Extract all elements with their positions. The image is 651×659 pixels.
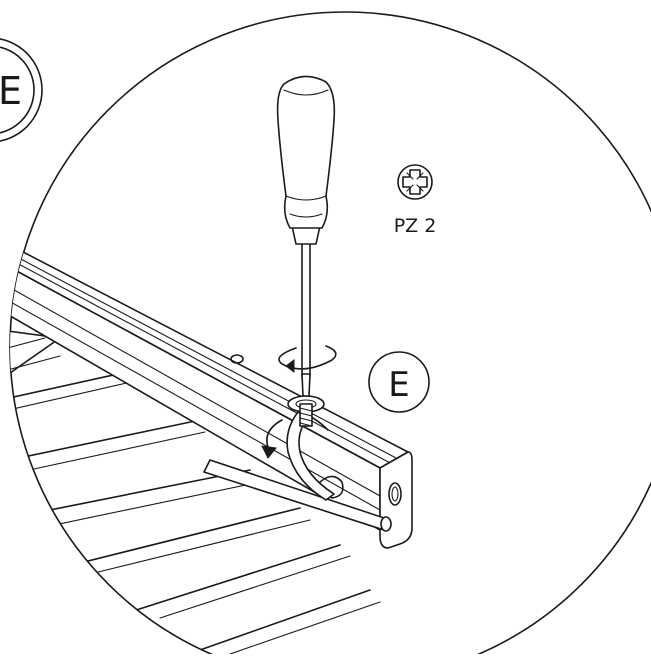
rail-beam: [10, 239, 413, 549]
slat-top-left-edges: [10, 337, 61, 373]
rail-end-hole: [388, 482, 402, 506]
rail-top-groove: [10, 247, 397, 459]
bracket-rotation-arrow: [261, 419, 283, 459]
rail-top-face: [10, 239, 409, 469]
screw-thread: [299, 407, 313, 427]
callout-e-circle: [368, 351, 430, 413]
slat-edge-5b: [159, 555, 351, 619]
drive-spec-label: PZ 2: [394, 215, 437, 237]
bracket-arrow-head: [261, 445, 277, 459]
pozidriv-cross-icon: [397, 164, 433, 200]
slat-edge-6: [199, 589, 371, 651]
bracket-hook-body: [286, 411, 335, 501]
partial-callout-e: E: [0, 38, 43, 142]
slat-edge-2: [10, 419, 201, 463]
screwdriver-handle-collar-2: [289, 213, 323, 218]
rail-end-hole-inner: [391, 486, 399, 502]
partial-callout-letter: E: [0, 69, 22, 113]
partial-callout-inner-ring: [0, 46, 35, 134]
screwdriver-handle-cap: [283, 89, 329, 96]
slat-edge-3: [10, 469, 251, 521]
slat-edge-1b: [10, 379, 141, 413]
shaft-arrow-arc: [278, 345, 337, 370]
slat-edge-2b: [19, 431, 206, 473]
screwdriver-handle: [276, 75, 336, 229]
slat-edge-4: [59, 507, 301, 569]
support-rod-end: [380, 516, 392, 532]
rail-end-cap: [379, 451, 413, 549]
partial-callout-outer-ring: [0, 38, 43, 142]
callout-e-letter: E: [388, 365, 409, 405]
pozidriv-symbol: PZ 2: [394, 164, 437, 237]
slat-edge-3b: [39, 481, 261, 529]
rail-top-hole: [230, 354, 244, 364]
slats: [10, 329, 381, 655]
rail-side-slot: [317, 475, 344, 499]
slat-edge-4b: [89, 519, 311, 575]
detail-view-content: E PZ 2: [10, 75, 437, 655]
screwdriver-shaft: [301, 237, 311, 377]
slat-edge-6b: [229, 601, 381, 655]
rail-front-line-2: [10, 295, 381, 511]
screwdriver-tip: [301, 373, 311, 397]
support-rod: [203, 459, 392, 532]
rail-front-line-1: [10, 281, 381, 497]
screw: [287, 395, 325, 427]
screwdriver-handle-collar: [285, 195, 327, 201]
shaft-arrow-head: [285, 359, 295, 373]
callout-e: E: [368, 351, 430, 413]
screwdriver: [276, 75, 336, 397]
shaft-rotation-arrow: [278, 345, 337, 373]
slat-edge-5: [129, 544, 341, 613]
